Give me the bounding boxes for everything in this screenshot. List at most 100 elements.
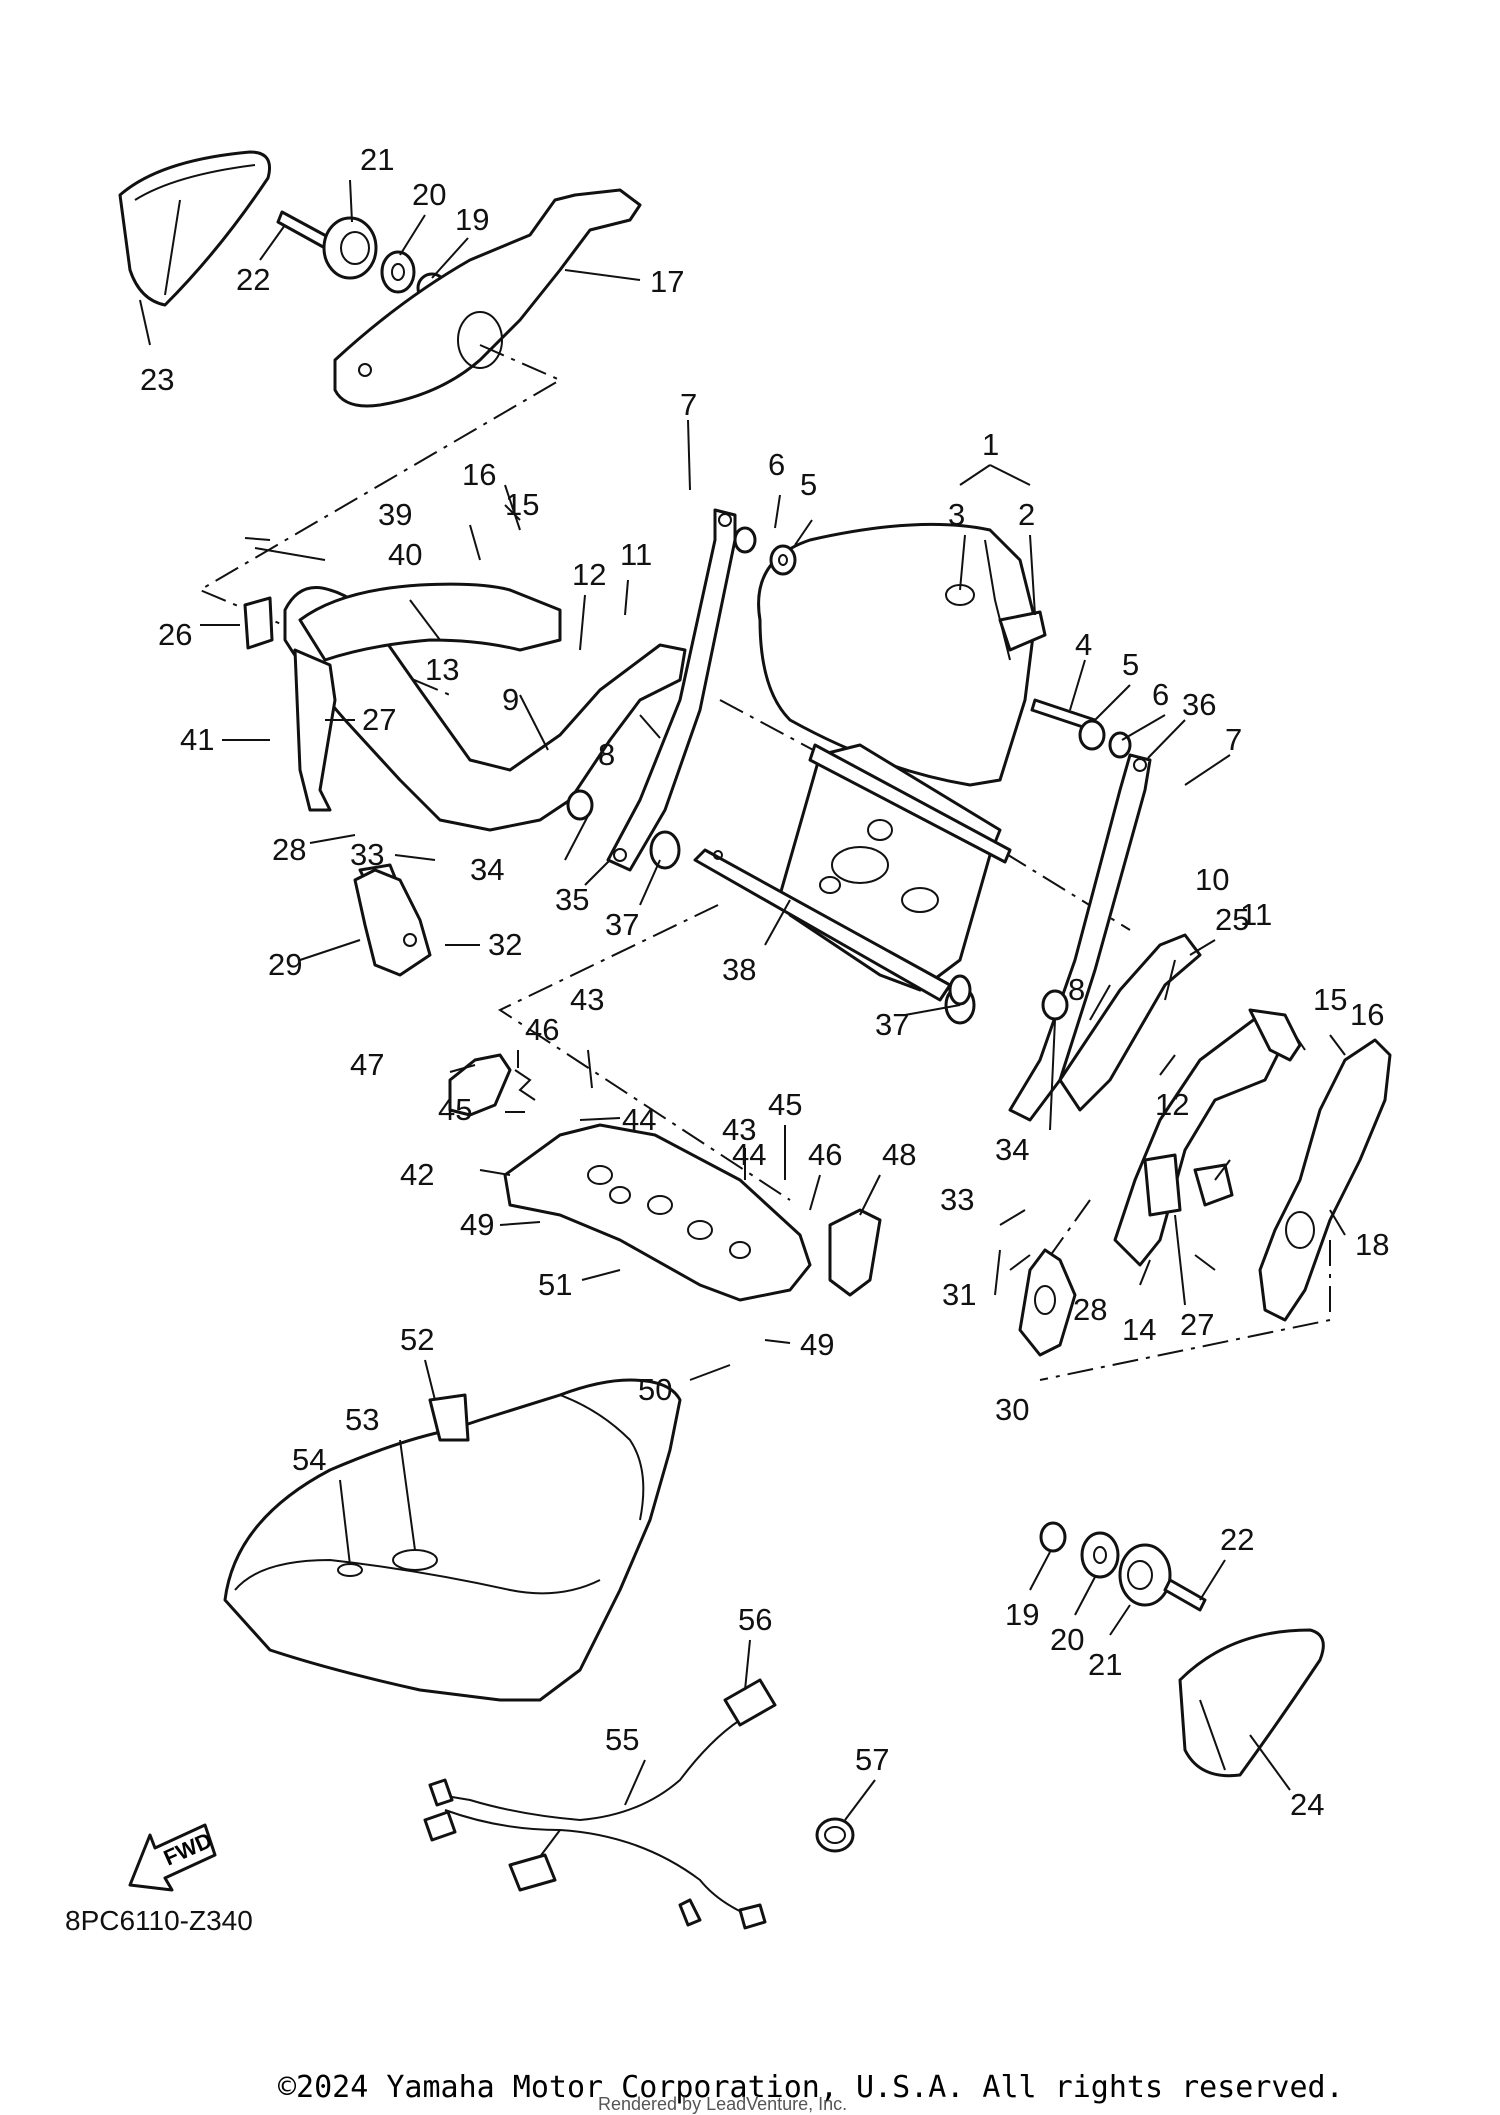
cover-48 — [828, 1208, 882, 1297]
callout-22-top: 22 — [236, 262, 270, 297]
callout-5-right: 5 — [1122, 647, 1139, 682]
cover-left-23 — [118, 150, 271, 307]
callout-54: 54 — [292, 1442, 326, 1477]
callout-43-left: 43 — [570, 982, 604, 1017]
callout-37-right: 37 — [875, 1007, 909, 1042]
callout-37-left: 37 — [605, 907, 639, 942]
callout-44-left: 44 — [622, 1102, 656, 1137]
callout-21-bottom: 21 — [1088, 1647, 1122, 1682]
callout-49-left: 49 — [460, 1207, 494, 1242]
wire-harness-55 — [423, 1678, 777, 1930]
callout-30: 30 — [995, 1392, 1029, 1427]
copyright-notice: ©2024 Yamaha Motor Corporation, U.S.A. A… — [278, 2070, 1344, 2105]
callout-34-right: 34 — [995, 1132, 1029, 1167]
callout-11-right: 11 — [1240, 897, 1272, 932]
callout-12-right: 12 — [1155, 1087, 1189, 1122]
callout-4: 4 — [1075, 627, 1092, 662]
callout-14: 14 — [1122, 1312, 1156, 1347]
callout-20-top: 20 — [412, 177, 446, 212]
seat-52 — [223, 1378, 682, 1702]
callout-16-right: 16 — [1350, 997, 1384, 1032]
callout-39: 39 — [378, 497, 412, 532]
callout-56: 56 — [738, 1602, 772, 1637]
callout-51: 51 — [538, 1267, 572, 1302]
callout-46-right: 46 — [808, 1137, 842, 1172]
callout-57: 57 — [855, 1742, 889, 1777]
callout-24: 24 — [1290, 1787, 1324, 1822]
callout-23: 23 — [140, 362, 174, 397]
callout-27-right: 27 — [1180, 1307, 1214, 1342]
callout-6-left: 6 — [768, 447, 785, 482]
stopper-25 — [1193, 1163, 1234, 1207]
callout-26: 26 — [158, 617, 192, 652]
callout-15-right: 15 — [1313, 982, 1347, 1017]
callout-55: 55 — [605, 1722, 639, 1757]
callout-6-right: 6 — [1152, 677, 1169, 712]
callout-19-top: 19 — [455, 202, 489, 237]
callout-28-right: 28 — [1073, 1292, 1107, 1327]
bracket-29 — [353, 868, 432, 977]
callout-10: 10 — [1195, 862, 1229, 897]
callout-17: 17 — [650, 264, 684, 299]
callout-36: 36 — [1182, 687, 1216, 722]
callout-43-right: 43 — [722, 1112, 756, 1147]
callout-38: 38 — [722, 952, 756, 987]
callout-11-left: 11 — [620, 537, 652, 572]
bracket-17 — [333, 188, 642, 408]
forward-arrow-icon: FWD — [128, 1823, 217, 1892]
callout-53: 53 — [345, 1402, 379, 1437]
callout-5-left: 5 — [800, 467, 817, 502]
callout-42: 42 — [400, 1157, 434, 1192]
callout-28-left: 28 — [272, 832, 306, 867]
callout-49-right: 49 — [800, 1327, 834, 1362]
callout-45-left: 45 — [438, 1092, 472, 1127]
callout-7-left: 7 — [680, 387, 697, 422]
callout-15-left: 15 — [505, 487, 539, 522]
grab-rail-right — [1058, 933, 1302, 1267]
callout-52: 52 — [400, 1322, 434, 1357]
callout-16-left: 16 — [462, 457, 496, 492]
callout-48: 48 — [882, 1137, 916, 1172]
washers-right — [948, 698, 1132, 1021]
callout-47: 47 — [350, 1047, 384, 1082]
callout-12-left: 12 — [572, 557, 606, 592]
knob-assembly-top — [276, 210, 448, 304]
callout-31: 31 — [942, 1277, 976, 1312]
callout-1: 1 — [982, 427, 999, 462]
callout-8-left: 8 — [598, 737, 615, 772]
callout-35: 35 — [555, 882, 589, 917]
callout-9: 9 — [502, 682, 519, 717]
callout-32: 32 — [488, 927, 522, 962]
callout-33-right: 33 — [940, 1182, 974, 1217]
callout-46-left: 46 — [525, 1012, 559, 1047]
callout-7-right: 7 — [1225, 722, 1242, 757]
callout-44-right: 44 — [732, 1137, 766, 1172]
callout-29: 29 — [268, 947, 302, 982]
callout-50: 50 — [638, 1372, 672, 1407]
backrest-arm-right — [1008, 753, 1152, 1122]
seat-rack-42 — [503, 1123, 812, 1302]
grab-rail-left — [243, 582, 687, 902]
backrest-arm-left — [606, 508, 737, 872]
callout-3: 3 — [948, 497, 965, 532]
figure-code: 8PC6110-Z340 — [65, 1905, 253, 1936]
bracket-30 — [1018, 1248, 1077, 1357]
callout-34-left: 34 — [470, 852, 504, 887]
callout-labels: 1 2 3 4 5 5 6 6 7 7 8 8 9 10 11 11 12 12… — [65, 142, 1389, 1936]
knob-assembly-bottom — [1039, 1521, 1207, 1612]
callout-2: 2 — [1018, 497, 1035, 532]
leader-lines — [139, 179, 1346, 1821]
callout-40: 40 — [388, 537, 422, 572]
latch-47 — [448, 1053, 536, 1117]
backrest-pad-1 — [757, 522, 1047, 787]
callout-19-bottom: 19 — [1005, 1597, 1039, 1632]
callout-27-left: 27 — [362, 702, 396, 737]
rendered-by: Rendered by LeadVenture, Inc. — [598, 2094, 848, 2114]
cover-18 — [1258, 1038, 1392, 1322]
clip-57 — [815, 1817, 855, 1853]
callout-18: 18 — [1355, 1227, 1389, 1262]
callout-41: 41 — [180, 722, 214, 757]
callout-22-bottom: 22 — [1220, 1522, 1254, 1557]
cover-24 — [1178, 1628, 1325, 1778]
